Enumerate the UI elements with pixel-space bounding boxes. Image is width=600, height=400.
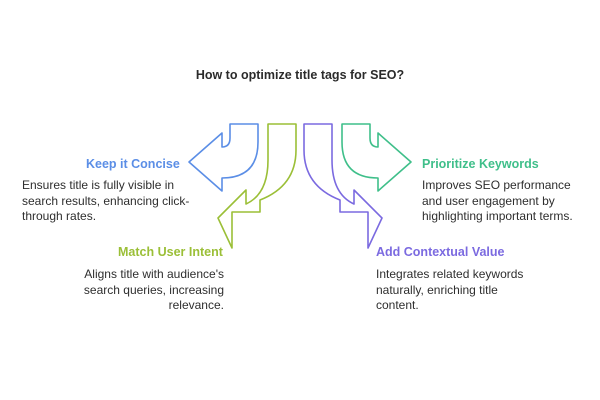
heading-keep-it-concise: Keep it Concise [86,157,180,171]
desc-match-user-intent: Aligns title with audience's search quer… [83,267,224,312]
desc-keep-it-concise: Ensures title is fully visible in search… [22,178,190,223]
desc-prioritize-keywords: Improves SEO performance and user engage… [422,178,573,223]
heading-add-contextual-value: Add Contextual Value [376,245,505,259]
arrow-down-left-icon [217,123,297,249]
arrow-right-up-icon [341,123,412,192]
diagram-title: How to optimize title tags for SEO? [195,68,405,82]
heading-match-user-intent: Match User Intent [118,245,223,259]
arrow-down-right-icon [303,123,383,249]
heading-prioritize-keywords: Prioritize Keywords [422,157,539,171]
desc-add-contextual-value: Integrates related keywords naturally, e… [376,267,524,312]
arrow-left-up-icon [188,123,259,192]
